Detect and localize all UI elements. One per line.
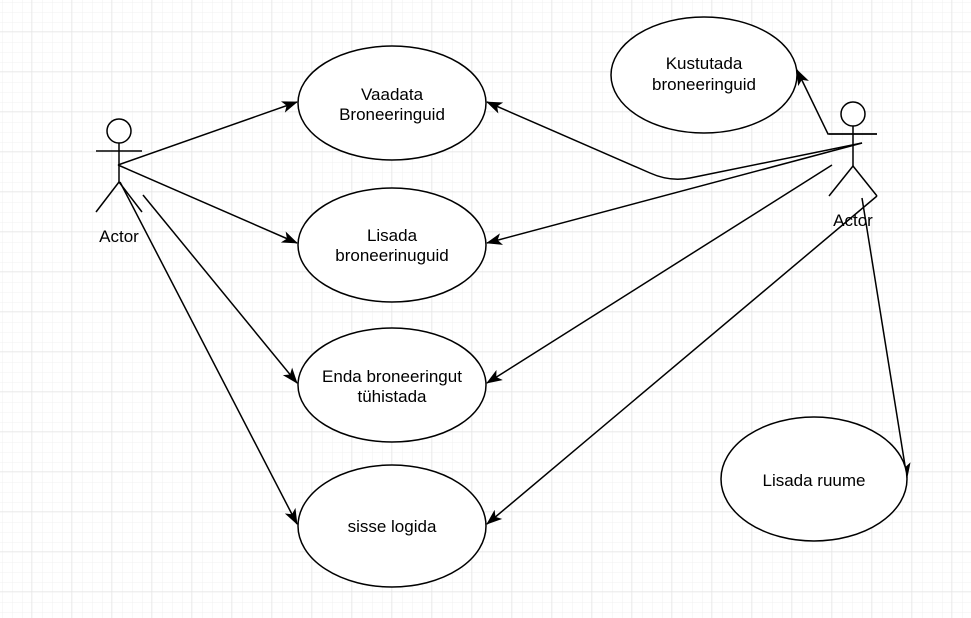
use-case-ellipse: [720, 416, 908, 542]
use-case-ellipse: [297, 45, 487, 161]
use-case-label-line1: Kustutada: [666, 54, 743, 73]
edge-right-add[interactable]: [486, 142, 863, 245]
use-case-label-line2: Broneeringuid: [339, 105, 445, 124]
actor-left-label: Actor: [99, 227, 139, 246]
edge-left-cancel[interactable]: [142, 194, 298, 384]
use-case-label-line2: tühistada: [358, 387, 428, 406]
edge-right-cancel[interactable]: [486, 164, 833, 384]
actor-head: [106, 118, 132, 144]
use-case-add-rooms[interactable]: Lisada ruume: [720, 416, 908, 542]
edge-left-view[interactable]: [117, 101, 298, 166]
use-case-ellipse: [297, 464, 487, 588]
use-case-label: Lisada ruume: [762, 471, 865, 490]
right-actor-associations: [486, 69, 911, 525]
use-case-ellipse: [297, 327, 487, 443]
edge-right-rooms[interactable]: [861, 197, 911, 479]
use-case-label-line2: broneeringuid: [652, 75, 756, 94]
use-case-label-line1: Lisada: [367, 226, 418, 245]
actor-left[interactable]: [95, 118, 143, 213]
use-case-label-line1: Vaadata: [361, 85, 424, 104]
use-case-ellipse: [297, 187, 487, 303]
edge-right-view[interactable]: [486, 101, 863, 180]
actor-leg-right: [852, 165, 878, 197]
actor-right[interactable]: [828, 101, 878, 197]
use-case-log-in[interactable]: sisse logida: [297, 464, 487, 588]
use-case-add-bookings[interactable]: Lisada broneerinuguid: [297, 187, 487, 303]
use-case-delete-bookings[interactable]: Kustutada broneeringuid: [610, 16, 798, 134]
actor-leg-left: [95, 181, 120, 213]
use-case-label-line2: broneerinuguid: [335, 246, 448, 265]
actor-leg-right: [118, 181, 143, 213]
actor-leg-left: [828, 165, 854, 197]
left-actor-associations: [117, 101, 298, 525]
edge-left-add[interactable]: [117, 164, 298, 244]
edge-right-login[interactable]: [486, 195, 878, 525]
actor-right-label: Actor: [833, 211, 873, 230]
actor-head: [840, 101, 866, 127]
use-case-label-line1: Enda broneeringut: [322, 367, 462, 386]
use-case-cancel-own-booking[interactable]: Enda broneeringut tühistada: [297, 327, 487, 443]
use-case-label: sisse logida: [348, 517, 437, 536]
use-case-view-bookings[interactable]: Vaadata Broneeringuid: [297, 45, 487, 161]
edge-left-login[interactable]: [119, 181, 298, 525]
use-case-ellipse: [610, 16, 798, 134]
